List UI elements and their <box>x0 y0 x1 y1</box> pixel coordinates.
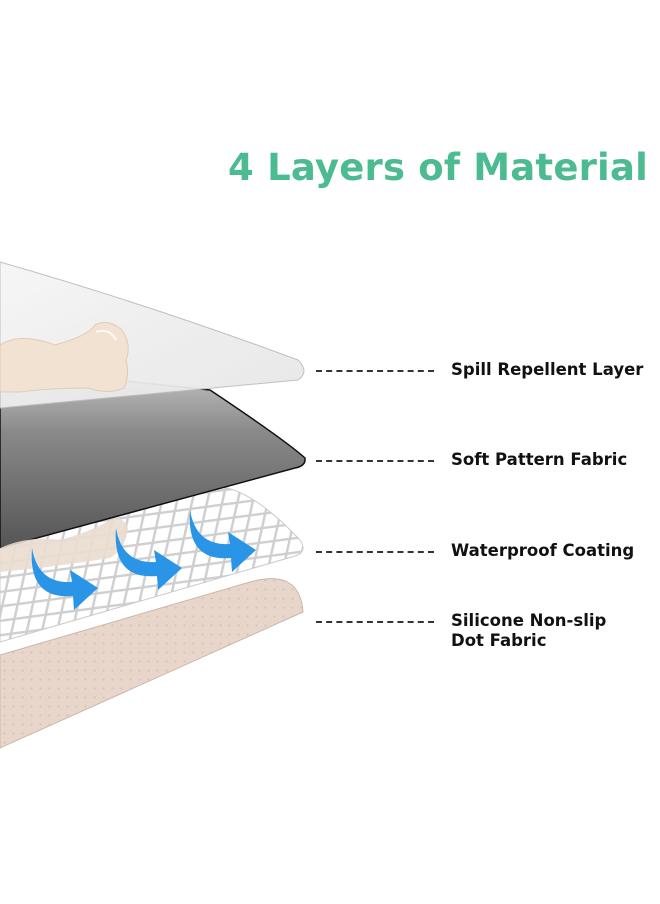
leader-line <box>316 370 434 372</box>
leader-line <box>316 460 434 462</box>
curved-arrow-icon <box>31 548 98 610</box>
label-silicone-dot-fabric: Silicone Non-slip Dot Fabric <box>451 611 606 651</box>
curved-arrow-icon <box>115 528 182 590</box>
leader-line <box>316 551 434 553</box>
label-waterproof-coating: Waterproof Coating <box>451 541 634 561</box>
page-title: 4 Layers of Material <box>228 146 648 189</box>
spill-highlight <box>95 330 117 341</box>
label-line: Soft Pattern Fabric <box>451 450 628 469</box>
label-line: Spill Repellent Layer <box>451 360 644 379</box>
label-line: Waterproof Coating <box>451 541 635 560</box>
label-line: Dot Fabric <box>451 631 547 650</box>
label-line: Silicone Non-slip <box>451 611 607 630</box>
liquid-spill-shape <box>0 321 129 393</box>
label-spill-repellent-layer: Spill Repellent Layer <box>451 360 643 380</box>
leader-line <box>316 621 434 623</box>
curved-arrow-icon <box>189 510 256 572</box>
label-soft-pattern-fabric: Soft Pattern Fabric <box>451 450 627 470</box>
soft-pattern-fabric-layer <box>0 367 306 549</box>
silicone-dot-fabric-layer <box>0 578 304 749</box>
